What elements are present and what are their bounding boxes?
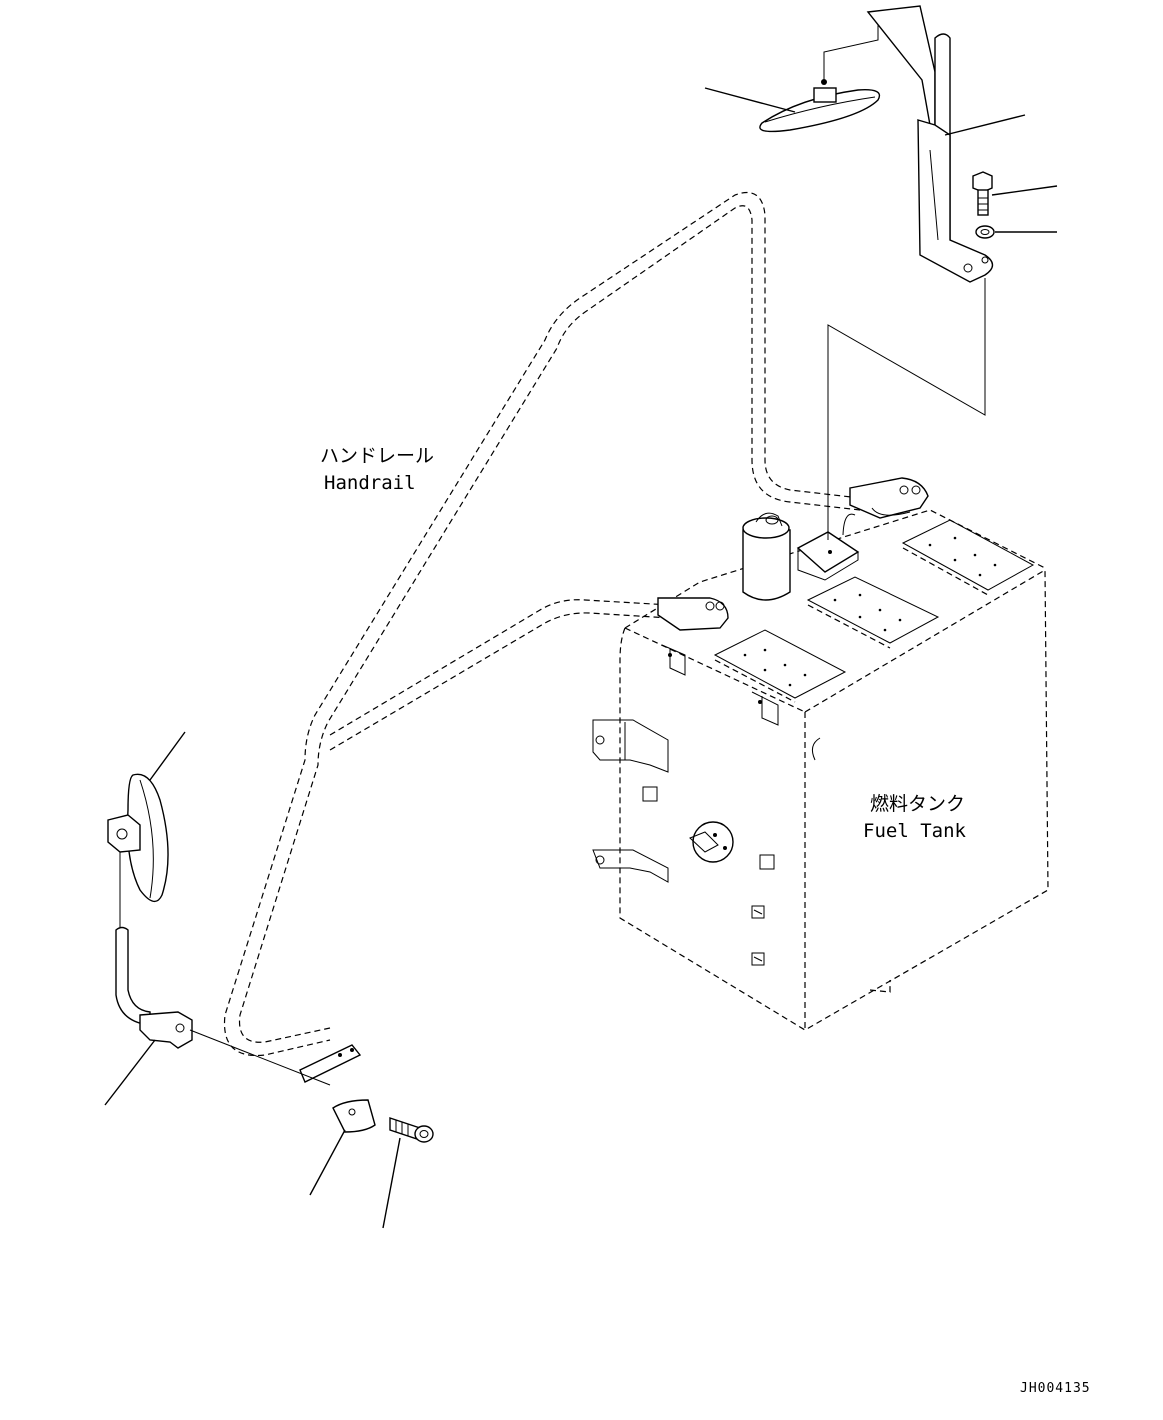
washer-icon (975, 225, 995, 239)
handrail: ハンドレール Handrail (223, 191, 929, 1083)
clamp-icon (332, 1099, 376, 1133)
handrail-bracket-icon (849, 477, 929, 519)
upper-mirror-icon (759, 20, 881, 133)
bolt-icon (972, 171, 993, 216)
callout-lines (104, 87, 1058, 1229)
tank-hook (811, 737, 821, 761)
gauge-plate (796, 513, 860, 581)
left-mirror-icon (107, 773, 169, 930)
fuel-tank-label-jp: 燃料タンク (870, 793, 965, 815)
fuel-sender-icon (689, 821, 734, 863)
tank-bracket (592, 719, 669, 773)
fuel-tank: 燃料タンク Fuel Tank (592, 509, 1049, 1031)
tank-bracket (592, 849, 669, 883)
fitting-icon (642, 786, 775, 966)
fuel-tank-label-en: Fuel Tank (863, 820, 967, 842)
handrail-bracket-icon (657, 597, 729, 631)
handrail-label-en: Handrail (324, 472, 416, 494)
bolt-icon (389, 1117, 434, 1143)
handrail-foot-plate (299, 1044, 362, 1083)
mirror-arm-icon (115, 926, 331, 1086)
mirror-stay-icon (866, 5, 994, 283)
handrail-label-jp: ハンドレール (320, 445, 434, 467)
tank-clip (661, 644, 686, 676)
tank-top-panel (713, 629, 847, 703)
tank-clip (751, 691, 779, 726)
tank-top-panel (806, 576, 940, 649)
drawing-code: JH004135 (1020, 1381, 1091, 1396)
tank-top-panel (901, 519, 1035, 596)
fuel-filler-cap-icon (742, 512, 791, 601)
